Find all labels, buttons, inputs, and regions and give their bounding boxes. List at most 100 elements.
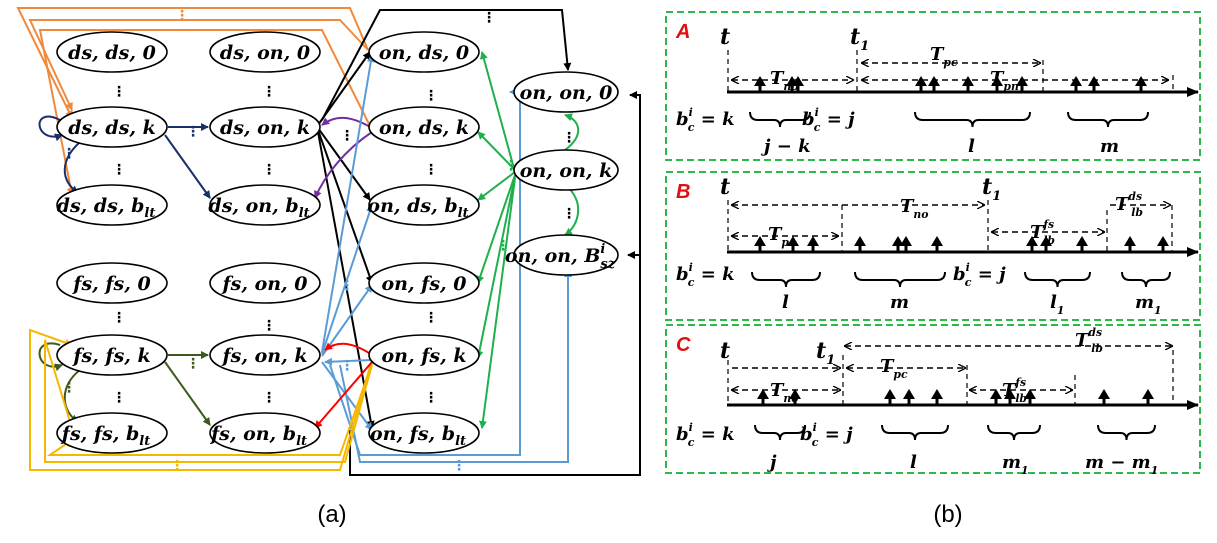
node-on-on-k: on, on, k	[513, 149, 619, 191]
panel-letter: C	[676, 334, 691, 356]
node-ellipse	[368, 31, 480, 73]
node-label: on, on, 0	[520, 82, 613, 104]
node-ellipse	[368, 262, 480, 304]
node-label: ds, ds, blt	[57, 195, 156, 221]
node-fs-on-blt: fs, on, blt	[209, 412, 321, 454]
node-ds-ds-0: ds, ds, 0	[56, 31, 168, 73]
node-ellipse	[513, 234, 619, 276]
node-ellipse	[368, 412, 480, 454]
vdots-ds-ds-lower: ⋮	[112, 162, 126, 178]
node-label: on, fs, blt	[370, 423, 466, 449]
svg-text:⋮: ⋮	[340, 278, 354, 294]
node-on-fs-k: on, fs, k	[368, 334, 480, 376]
panel-letter: A	[675, 21, 690, 43]
svg-text:⋮: ⋮	[496, 238, 510, 254]
svg-text:⋮: ⋮	[340, 358, 354, 374]
svg-text:⋮: ⋮	[186, 356, 200, 372]
node-on-ds-blt: on, ds, blt	[367, 184, 480, 226]
panel-border	[665, 11, 1201, 161]
group-brace	[1067, 111, 1149, 128]
node-label: fs, fs, k	[71, 345, 150, 367]
group-brace	[1024, 271, 1091, 288]
node-ellipse	[56, 31, 168, 73]
node-ellipse	[209, 262, 321, 304]
vdots-fs-on-upper: ⋮	[262, 318, 276, 334]
caption-a: (a)	[317, 501, 346, 528]
t1-label: t1	[816, 338, 835, 368]
node-ds-on-blt: ds, on, blt	[208, 184, 321, 226]
timeline-label: m − m1	[1085, 452, 1158, 477]
yellow-transitions	[29, 328, 373, 471]
navy-transitions	[38, 115, 211, 199]
group-brace	[881, 424, 949, 441]
timeline-label: m1	[1002, 452, 1029, 477]
vdots-on-ds-upper: ⋮	[424, 88, 438, 104]
vdots-on-ds-lower: ⋮	[424, 162, 438, 178]
node-ds-ds-k: ds, ds, k	[56, 106, 168, 148]
node-label: ds, on, 0	[220, 42, 310, 64]
timeline-label: m	[1100, 136, 1119, 157]
node-label: ds, on, blt	[208, 195, 309, 221]
node-on-ds-k: on, ds, k	[368, 106, 480, 148]
panel-border	[665, 171, 1201, 321]
t-label: t	[720, 24, 730, 50]
svg-text:⋮: ⋮	[452, 458, 466, 474]
svg-text:⋮: ⋮	[186, 124, 200, 140]
node-label: ds, ds, 0	[68, 42, 156, 64]
vdots-on-fs-upper: ⋮	[424, 310, 438, 326]
timeline-label: m1	[1135, 292, 1162, 317]
node-ds-on-k: ds, on, k	[209, 106, 321, 148]
node-label: fs, on, 0	[220, 273, 307, 295]
timeline-label: j	[767, 452, 777, 473]
node-label: fs, on, k	[221, 345, 308, 367]
node-label: on, on, k	[520, 160, 613, 182]
red-transitions	[314, 342, 373, 429]
t1-label: t1	[982, 174, 1001, 204]
node-label: on, ds, 0	[379, 42, 469, 64]
vdots-ds-on-lower: ⋮	[262, 162, 276, 178]
timeline-label: l	[782, 292, 789, 313]
node-ellipse	[513, 71, 619, 113]
group-brace	[754, 424, 806, 441]
timeline-label: l	[910, 452, 917, 473]
vdots-on-fs-lower: ⋮	[424, 390, 438, 406]
timeline-label: Tpc	[930, 44, 958, 69]
vdots-on-on-upper: ⋮	[562, 130, 576, 146]
panel-border	[665, 324, 1201, 474]
node-ellipse	[368, 106, 480, 148]
group-brace	[1097, 424, 1156, 441]
node-ellipse	[209, 334, 321, 376]
node-ellipse	[209, 412, 321, 454]
node-ellipse	[56, 184, 168, 226]
svg-text:⋮: ⋮	[340, 128, 354, 144]
state-nodes: ds, ds, 0 ds, ds, k ds, ds, blt ds, on, 0 ds…	[56, 31, 619, 454]
group-brace	[914, 111, 1031, 128]
node-on-fs-blt: on, fs, blt	[368, 412, 480, 454]
black-transitions	[317, 9, 641, 476]
node-ellipse	[56, 262, 168, 304]
purple-transitions	[314, 116, 373, 199]
timeline-label: Tpc	[880, 356, 908, 381]
edge-dots: ⋮ ⋮ ⋮ ⋮ ⋮ ⋮ ⋮ ⋮ ⋮ ⋮ ⋮ ⋮ ⋮	[62, 8, 518, 474]
svg-text:⋮: ⋮	[175, 8, 189, 24]
orange-transitions	[16, 7, 373, 196]
timeline-label: Tno	[900, 196, 928, 221]
node-label: fs, fs, 0	[71, 273, 150, 295]
node-on-fs-0: on, fs, 0	[368, 262, 480, 304]
timeline-label: l1	[1050, 292, 1064, 317]
node-ellipse	[513, 149, 619, 191]
node-ellipse	[56, 412, 168, 454]
t1-label: t1	[850, 24, 869, 54]
node-fs-fs-blt: fs, fs, blt	[56, 412, 168, 454]
node-ellipse	[56, 106, 168, 148]
node-label: on, ds, k	[379, 117, 469, 139]
